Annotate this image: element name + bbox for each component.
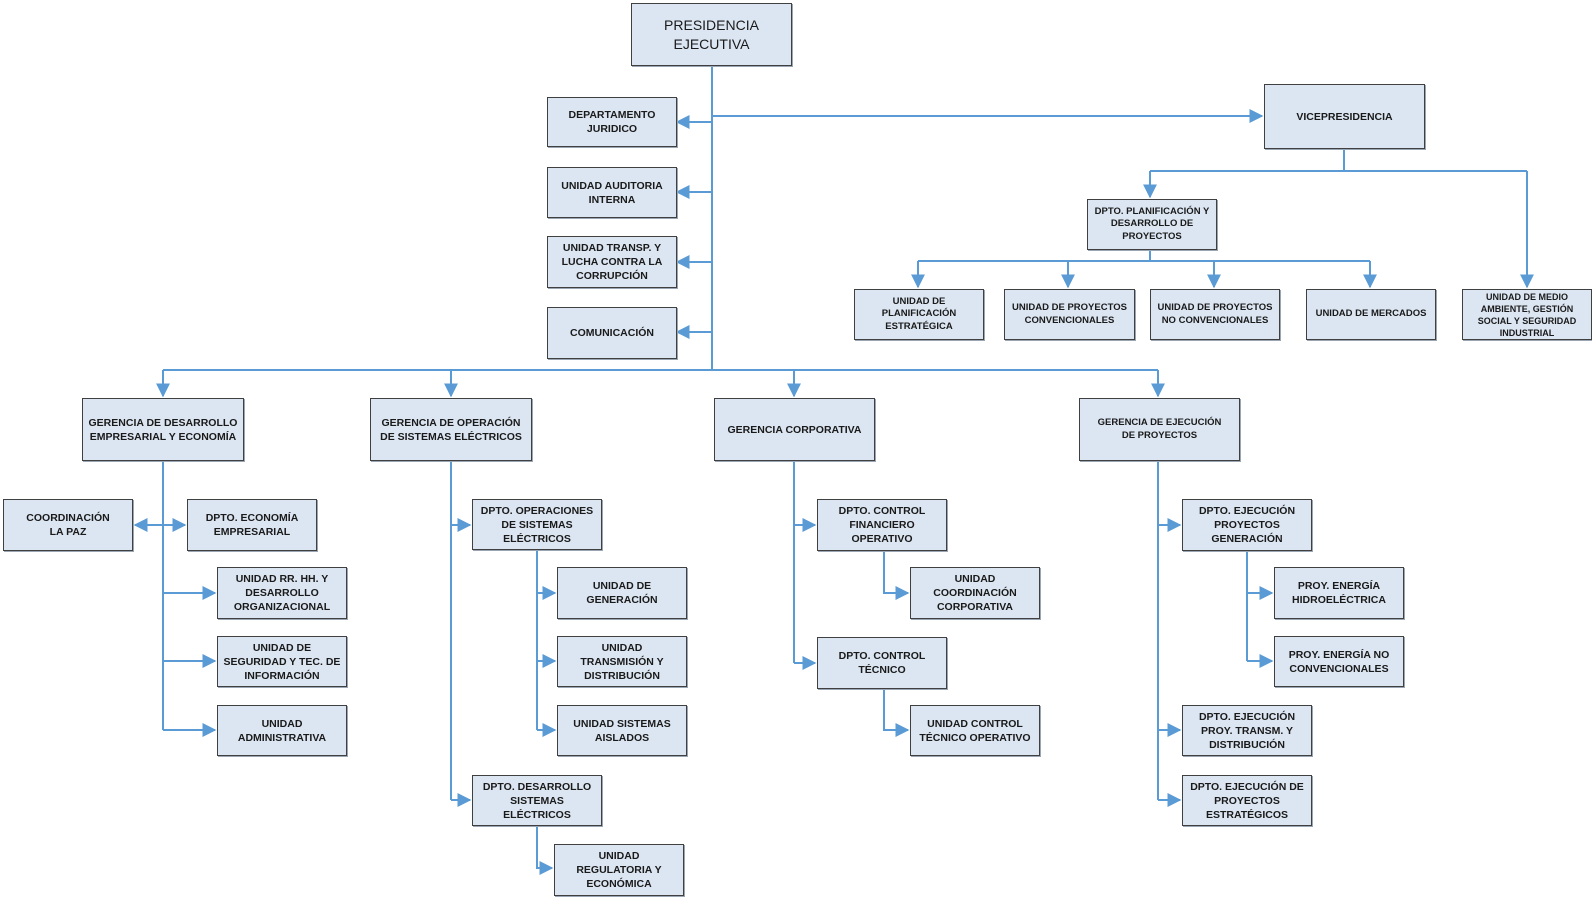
node-unidad-proyectos-convencionales: UNIDAD DE PROYECTOS CONVENCIONALES (1004, 289, 1135, 340)
node-unidad-sistemas-aislados: UNIDAD SISTEMAS AISLADOS (557, 705, 687, 756)
node-unidad-mercados: UNIDAD DE MERCADOS (1306, 289, 1436, 340)
node-unidad-rrhh: UNIDAD RR. HH. Y DESARROLLO ORGANIZACION… (217, 567, 347, 619)
node-departamento-juridico: DEPARTAMENTO JURIDICO (547, 97, 677, 147)
node-dpto-planificacion: DPTO. PLANIFICACIÓN Y DESARROLLO DE PROY… (1087, 199, 1217, 250)
node-unidad-planificacion-estrategica: UNIDAD DE PLANIFICACIÓN ESTRATÉGICA (854, 289, 984, 340)
node-proy-energia-hidroelectrica: PROY. ENERGÍA HIDROELÉCTRICA (1274, 567, 1404, 619)
node-comunicacion: COMUNICACIÓN (547, 307, 677, 359)
connector (536, 826, 554, 875)
node-unidad-generacion: UNIDAD DE GENERACIÓN (557, 567, 687, 619)
node-unidad-transmision: UNIDAD TRANSMISIÓN Y DISTRIBUCIÓN (557, 636, 687, 687)
node-gerencia-corporativa: GERENCIA CORPORATIVA (714, 398, 875, 461)
connector (883, 551, 910, 600)
node-unidad-seguridad-informacion: UNIDAD DE SEGURIDAD Y TEC. DE INFORMACIÓ… (217, 636, 347, 687)
node-unidad-auditoria-interna: UNIDAD AUDITORIA INTERNA (547, 167, 677, 218)
node-gerencia-operacion: GERENCIA DE OPERACIÓN DE SISTEMAS ELÉCTR… (370, 398, 532, 461)
node-unidad-control-tecnico-operativo: UNIDAD CONTROL TÉCNICO OPERATIVO (910, 705, 1040, 756)
node-coordinacion-la-paz: COORDINACIÓN LA PAZ (3, 499, 133, 551)
node-dpto-ejecucion-generacion: DPTO. EJECUCIÓN PROYECTOS GENERACIÓN (1182, 499, 1312, 551)
node-unidad-transparencia: UNIDAD TRANSP. Y LUCHA CONTRA LA CORRUPC… (547, 236, 677, 288)
node-unidad-regulatoria: UNIDAD REGULATORIA Y ECONÓMICA (554, 844, 684, 896)
node-vicepresidencia: VICEPRESIDENCIA (1264, 84, 1425, 149)
node-dpto-economia: DPTO. ECONOMÍA EMPRESARIAL (187, 499, 317, 551)
node-unidad-administrativa: UNIDAD ADMINISTRATIVA (217, 705, 347, 756)
connector (883, 689, 910, 737)
node-gerencia-ejecucion: GERENCIA DE EJECUCIÓN DE PROYECTOS (1079, 398, 1240, 461)
node-presidencia-ejecutiva: PRESIDENCIA EJECUTIVA (631, 3, 792, 66)
node-gerencia-desarrollo: GERENCIA DE DESARROLLO EMPRESARIAL Y ECO… (82, 398, 244, 461)
node-dpto-ejecucion-transmision: DPTO. EJECUCIÓN PROY. TRANSM. Y DISTRIBU… (1182, 705, 1312, 756)
node-dpto-desarrollo-sistemas: DPTO. DESARROLLO SISTEMAS ELÉCTRICOS (472, 775, 602, 826)
node-proy-energia-no-convencionales: PROY. ENERGÍA NO CONVENCIONALES (1274, 636, 1404, 687)
node-dpto-control-financiero: DPTO. CONTROL FINANCIERO OPERATIVO (817, 499, 947, 551)
node-unidad-proyectos-no-convencionales: UNIDAD DE PROYECTOS NO CONVENCIONALES (1150, 289, 1280, 340)
node-dpto-operaciones: DPTO. OPERACIONES DE SISTEMAS ELÉCTRICOS (472, 499, 602, 550)
node-unidad-coordinacion-corporativa: UNIDAD COORDINACIÓN CORPORATIVA (910, 567, 1040, 619)
node-dpto-control-tecnico: DPTO. CONTROL TÉCNICO (817, 637, 947, 689)
node-dpto-ejecucion-estrategicos: DPTO. EJECUCIÓN DE PROYECTOS ESTRATÉGICO… (1182, 775, 1312, 826)
node-unidad-medio-ambiente: UNIDAD DE MEDIO AMBIENTE, GESTIÓN SOCIAL… (1462, 289, 1592, 340)
